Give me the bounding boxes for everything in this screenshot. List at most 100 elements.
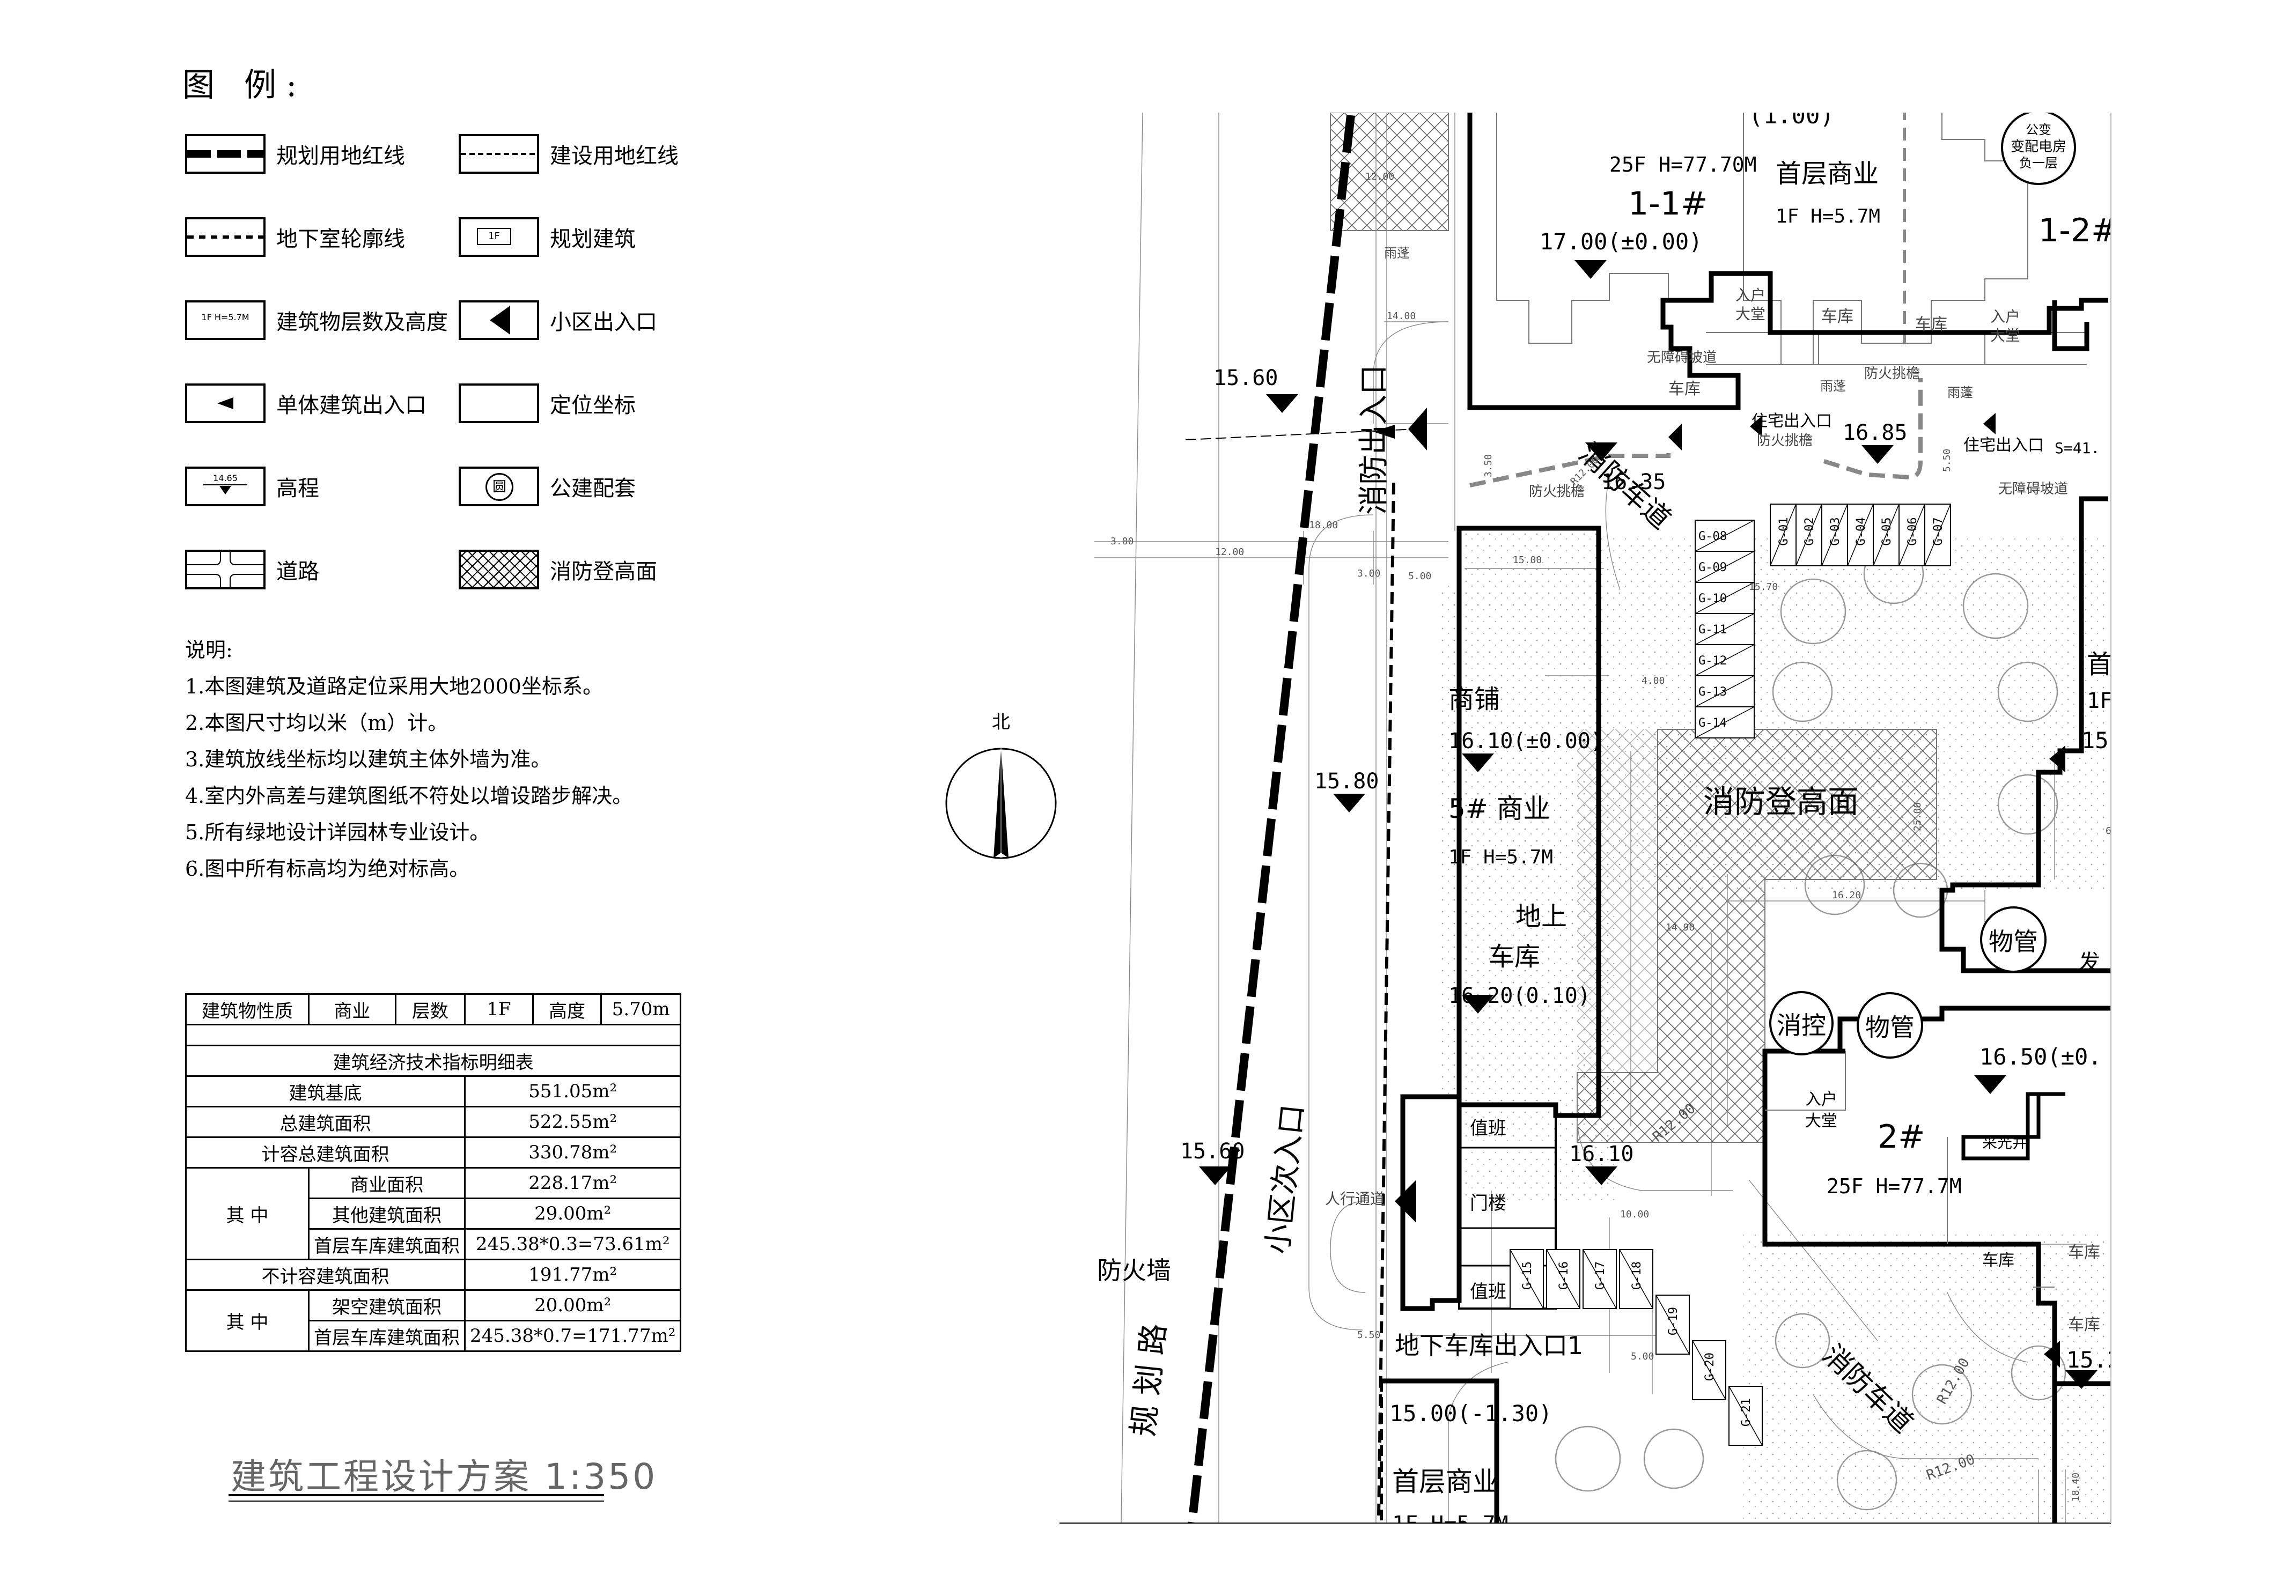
floors-height-icon: 1F H=5.7M	[185, 300, 266, 340]
table-cell: 其他建筑面积	[308, 1198, 466, 1230]
parking-label: G-01	[1777, 518, 1791, 546]
legend-item: 建设用地红线	[459, 134, 679, 174]
edge-label: 15.	[2081, 727, 2122, 753]
b2-name: 2#	[1878, 1118, 1925, 1156]
b11-name: 1-1#	[1628, 185, 1708, 223]
table-cell: 总建筑面积	[185, 1106, 466, 1138]
plan-body: G-01G-02G-03G-04G-05G-06G-07 G-08G-09G-1…	[1094, 102, 2129, 1523]
legend-label: 规划用地红线	[276, 144, 405, 168]
duty-room-label: 值班	[1470, 1281, 1506, 1303]
elevation-value: 16.10	[1569, 1142, 1633, 1166]
legend-item: 规划用地红线	[185, 134, 405, 174]
legend-label: 道路	[276, 559, 319, 584]
b11-shop-floors: 1F H=5.7M	[1776, 205, 1880, 227]
elevation-value: 15.80	[1314, 769, 1379, 794]
table-cell: 建筑物性质	[185, 993, 310, 1025]
parking-label: G-15	[1521, 1261, 1534, 1290]
dimension-value: 12.00	[1365, 171, 1394, 182]
landscape-area	[1743, 1233, 2108, 1523]
table-cell: 高度	[532, 993, 602, 1025]
dimension-value: 12.00	[1215, 546, 1244, 558]
note-item: 1.本图建筑及道路定位采用大地2000坐标系。	[185, 675, 603, 698]
table-cell: 29.00m²	[463, 1198, 682, 1230]
legend-item: 消防登高面	[459, 550, 657, 589]
south-shop: 首层商业	[1392, 1466, 1499, 1497]
building-entrance-icon	[2049, 745, 2065, 772]
substation-label: 公变	[2026, 122, 2051, 137]
planning-red-line	[1188, 115, 1355, 1523]
table-cell: 5.70m	[600, 993, 682, 1025]
parking-label: G-09	[1698, 561, 1727, 574]
b11-top: (1.00)	[1749, 102, 1834, 129]
building-entrance-icon	[1668, 424, 1682, 450]
edge-label: 15.2	[2066, 1347, 2121, 1373]
building-2-outline	[1762, 1006, 2111, 1386]
dimension-value: 15.00	[1513, 555, 1542, 566]
parking-left: G-08G-09G-10G-11G-12G-13G-14	[1695, 520, 1755, 738]
legend-item: 单体建筑出入口	[185, 383, 426, 423]
construction-red-line	[1377, 482, 1395, 1518]
note-item: 3.建筑放线坐标均以建筑主体外墙为准。	[185, 748, 551, 771]
table-cell: 商业	[308, 993, 396, 1025]
title-underline	[229, 1501, 604, 1502]
parking-label: G-10	[1698, 592, 1727, 605]
parking-label: G-12	[1698, 654, 1727, 668]
note-item: 5.所有绿地设计详园林专业设计。	[185, 821, 490, 844]
b2-elev: 16.50(±0.	[1979, 1044, 2102, 1070]
parking-label: G-19	[1667, 1307, 1680, 1335]
fire-canopy-label: 防火挑檐	[1529, 484, 1585, 500]
gatehouse-outline	[1400, 1094, 1462, 1311]
ramp-label: 无障碍坡道	[1998, 481, 2068, 497]
tower-2-outline	[1765, 1051, 2055, 1288]
community-entrance-icon	[1408, 408, 1427, 450]
lobby-label: 入户	[1735, 286, 1765, 304]
building-entrance-icon	[1750, 416, 1762, 437]
table-cell: 191.77m²	[463, 1259, 682, 1291]
b11-elev: 17.00(±0.00)	[1540, 228, 1702, 255]
gatehouse-block	[1458, 1104, 1557, 1310]
north-label: 北	[992, 712, 1010, 733]
light-well-outline	[1961, 1092, 2065, 1161]
edge-label: 首	[2087, 649, 2113, 679]
duty-room-label: 值班	[1470, 1118, 1506, 1139]
lobby-label: 大堂	[1990, 327, 2020, 344]
table-header-row: 建筑物性质 商业 层数 1F 高度 5.70m	[185, 993, 682, 1025]
table-cell: 商业面积	[308, 1167, 466, 1199]
legend-label: 消防登高面	[550, 559, 657, 584]
north-arrow: 北	[945, 712, 1057, 859]
edge-label: 1F	[2087, 689, 2113, 713]
garage-label: 车库	[1915, 315, 1947, 334]
building-entrance-icon	[1983, 413, 1996, 434]
table-cell: 1F	[464, 993, 534, 1025]
legend-label: 建筑物层数及高度	[276, 310, 448, 335]
parking-label: G-06	[1906, 518, 1919, 546]
dimension-value: 15.70	[1749, 581, 1778, 593]
dimension-value: 5.00	[1408, 571, 1431, 582]
lobby-label: 大堂	[1805, 1112, 1837, 1130]
substation-label: 变配电房	[2011, 139, 2066, 155]
lobby-label: 入户	[1805, 1090, 1837, 1109]
fire-canopy-label: 防火挑檐	[1757, 433, 1813, 449]
lobby-label: 入户	[1990, 308, 2020, 326]
dimension-value: 6.00	[2106, 825, 2129, 837]
legend-item: 1F H=5.7M 建筑物层数及高度	[185, 300, 448, 340]
parking-label: G-03	[1829, 518, 1842, 546]
elevation-value: 16.85	[1843, 420, 1907, 445]
pedestrian-label: 人行通道	[1325, 1190, 1385, 1208]
note-item: 6.图中所有标高均为绝对标高。	[185, 857, 470, 881]
b5-shop-elev: 16.10(±0.00)	[1448, 729, 1603, 753]
property-mgmt-icon	[1980, 906, 2047, 973]
elevation-value: 16.35	[1601, 470, 1666, 494]
note-item: 4.室内外高差与建筑图纸不符处以增设踏步解决。	[185, 784, 633, 808]
thick-dashed-line-icon	[185, 134, 266, 174]
garage-label: 车库	[2068, 1316, 2100, 1334]
dimension-value: 3.00	[1110, 536, 1134, 547]
building-east-outline	[1939, 496, 2111, 973]
